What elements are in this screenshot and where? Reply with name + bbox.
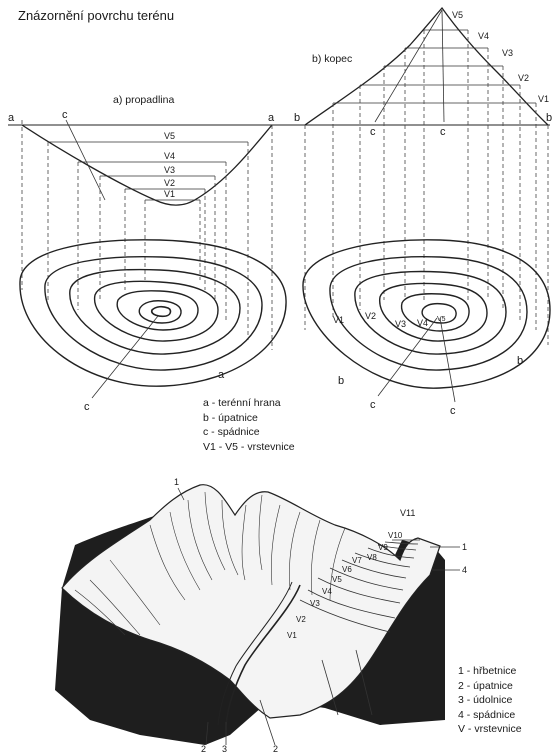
block-level-v10: V10	[388, 531, 403, 540]
slope-line-a	[66, 120, 105, 200]
caption-hill: b) kopec	[312, 53, 352, 65]
block-bottom-3: 3	[222, 744, 227, 752]
legend-profiles: a - terénní hrana b - úpatnice c - spádn…	[203, 396, 295, 454]
block-bottom-2-right: 2	[273, 744, 278, 752]
label-c-bottom: c	[84, 401, 90, 413]
label-b-map-left: b	[338, 375, 344, 387]
block-label-1-top: 1	[174, 477, 179, 487]
block-label-4-right: 4	[462, 565, 467, 575]
legend-block: 1 - hřbetnice 2 - úpatnice 3 - údolnice …	[458, 664, 522, 737]
legend-block-item-2: 2 - úpatnice	[458, 679, 522, 694]
level-map-v5: V5	[437, 316, 446, 323]
label-b-left: b	[294, 112, 300, 124]
label-a-left: a	[8, 112, 15, 124]
level-a-v3: V3	[164, 165, 175, 175]
level-a-v1: V1	[164, 189, 175, 199]
block-label-1-right: 1	[462, 542, 467, 552]
level-a-v2: V2	[164, 178, 175, 188]
label-b-map-right: b	[517, 355, 523, 367]
level-a-v4: V4	[164, 151, 175, 161]
legend-item-c: c - spádnice	[203, 425, 295, 440]
terrain-block-diagram	[55, 485, 460, 745]
block-label-v11: V11	[400, 508, 415, 518]
level-b-v3: V3	[502, 48, 513, 58]
block-level-v2: V2	[296, 615, 306, 624]
block-level-v8: V8	[367, 553, 377, 562]
legend-block-item-1: 1 - hřbetnice	[458, 664, 522, 679]
label-a-right: a	[268, 112, 275, 124]
legend-item-b: b - úpatnice	[203, 411, 295, 426]
level-map-v1: V1	[333, 315, 344, 325]
label-b-right: b	[546, 112, 552, 124]
legend-block-item-3: 3 - údolnice	[458, 693, 522, 708]
label-c-hill-left: c	[370, 126, 376, 138]
level-b-v4: V4	[478, 31, 489, 41]
block-level-v3: V3	[310, 599, 320, 608]
block-level-v5: V5	[332, 575, 342, 584]
block-level-v9: V9	[378, 543, 388, 552]
label-c-map-left: c	[370, 399, 376, 411]
legend-item-v: V1 - V5 - vrstevnice	[203, 440, 295, 455]
level-b-v1: V1	[538, 94, 549, 104]
label-c-map-right: c	[450, 405, 456, 417]
legend-block-item-v: V - vrstevnice	[458, 722, 522, 737]
block-level-v6: V6	[342, 565, 352, 574]
level-map-v2: V2	[365, 311, 376, 321]
level-map-v4: V4	[417, 318, 428, 328]
legend-block-item-4: 4 - spádnice	[458, 708, 522, 723]
block-level-v7: V7	[352, 556, 362, 565]
depression-profile	[8, 120, 290, 350]
block-level-v1: V1	[287, 631, 297, 640]
block-level-v4: V4	[322, 587, 332, 596]
depression-contour-map	[20, 240, 286, 398]
level-b-v2: V2	[518, 73, 529, 83]
label-c-top: c	[62, 109, 68, 121]
hill-outline	[305, 8, 548, 125]
depression-outline	[22, 125, 272, 205]
level-a-v5: V5	[164, 131, 175, 141]
legend-item-a: a - terénní hrana	[203, 396, 295, 411]
block-bottom-2-left: 2	[201, 744, 206, 752]
label-a-map: a	[218, 369, 225, 381]
level-b-v5: V5	[452, 10, 463, 20]
level-map-v3: V3	[395, 319, 406, 329]
caption-depression: a) propadlina	[113, 94, 174, 106]
label-c-hill-right: c	[440, 126, 446, 138]
